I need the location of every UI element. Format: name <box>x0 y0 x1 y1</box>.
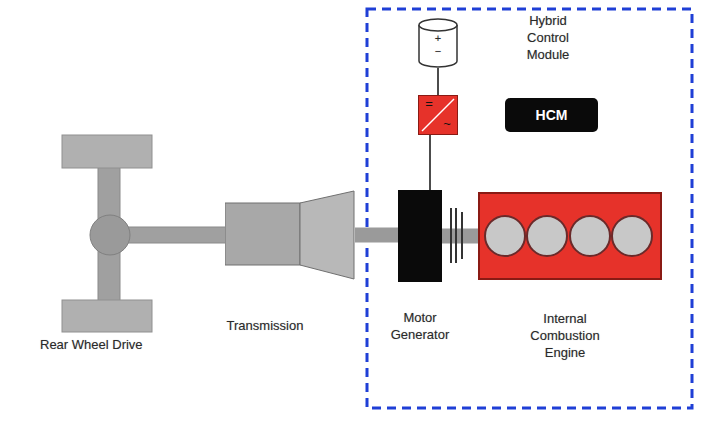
hybrid-control-module-text-1: HCM <box>505 98 598 132</box>
inverter-text-0: = <box>420 96 438 111</box>
inverter-shape <box>418 95 458 135</box>
combustion-engine-shape <box>478 192 662 280</box>
rear-axle <box>62 135 228 332</box>
wheel <box>62 135 152 168</box>
transmission: Transmission <box>225 190 355 280</box>
inverter: =~ <box>418 95 458 135</box>
inverter-text-1: ~ <box>438 116 456 131</box>
transmission-text-0: Transmission <box>215 317 315 334</box>
battery-text-0: + <box>430 32 446 44</box>
wheel <box>62 300 152 332</box>
wire <box>437 68 439 95</box>
combustion-engine: Internal Combustion Engine <box>478 192 662 280</box>
hybrid-control-module: Hybrid Control ModuleHCM <box>505 98 598 132</box>
differential <box>90 215 130 255</box>
battery: +− <box>418 18 458 68</box>
drive-shaft <box>355 228 398 243</box>
drive-shaft <box>442 229 478 244</box>
hybrid-boundary <box>367 9 692 408</box>
part-label: Rear Wheel Drive <box>40 336 143 353</box>
hybrid-control-module-text-0: Hybrid Control Module <box>511 12 585 63</box>
battery-text-1: − <box>430 45 446 57</box>
clutch <box>451 208 462 263</box>
wire <box>429 135 431 190</box>
transmission-shape <box>225 190 355 280</box>
motor-generator-text-0: Motor Generator <box>380 309 460 343</box>
combustion-engine-text-0: Internal Combustion Engine <box>520 310 610 361</box>
motor-generator: Motor Generator <box>398 190 442 282</box>
